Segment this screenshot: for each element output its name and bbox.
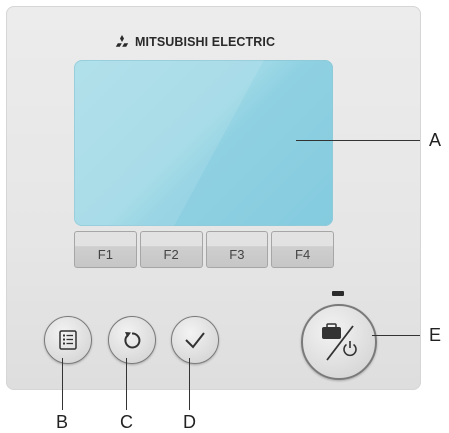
checkmark-icon bbox=[183, 329, 207, 351]
on-off-icon bbox=[311, 314, 367, 370]
return-icon bbox=[121, 329, 143, 351]
operation-led bbox=[332, 291, 344, 296]
confirm-button[interactable] bbox=[171, 316, 219, 364]
lcd-screen bbox=[74, 60, 333, 226]
return-button[interactable] bbox=[108, 316, 156, 364]
callout-line-b bbox=[62, 358, 63, 410]
controller-panel: MITSUBISHI ELECTRIC F1 F2 F3 F4 bbox=[6, 6, 421, 390]
screen-reflection bbox=[74, 60, 333, 226]
callout-label-e: E bbox=[429, 325, 441, 346]
menu-button[interactable] bbox=[44, 316, 92, 364]
f1-button[interactable]: F1 bbox=[74, 231, 137, 268]
callout-line-c bbox=[126, 358, 127, 410]
callout-label-a: A bbox=[429, 130, 441, 151]
menu-list-icon bbox=[59, 330, 77, 350]
brand-name: MITSUBISHI ELECTRIC bbox=[135, 35, 275, 49]
callout-label-d: D bbox=[183, 412, 196, 433]
on-off-button[interactable] bbox=[301, 304, 377, 380]
f3-button[interactable]: F3 bbox=[206, 231, 269, 268]
callout-label-c: C bbox=[120, 412, 133, 433]
f4-button[interactable]: F4 bbox=[271, 231, 334, 268]
callout-line-d bbox=[189, 358, 190, 410]
brand-header: MITSUBISHI ELECTRIC bbox=[114, 34, 275, 50]
f2-button[interactable]: F2 bbox=[140, 231, 203, 268]
three-diamonds-logo-icon bbox=[114, 35, 130, 49]
callout-line-a bbox=[296, 140, 420, 141]
callout-label-b: B bbox=[56, 412, 68, 433]
function-key-row: F1 F2 F3 F4 bbox=[74, 231, 334, 268]
callout-line-e bbox=[372, 335, 420, 336]
